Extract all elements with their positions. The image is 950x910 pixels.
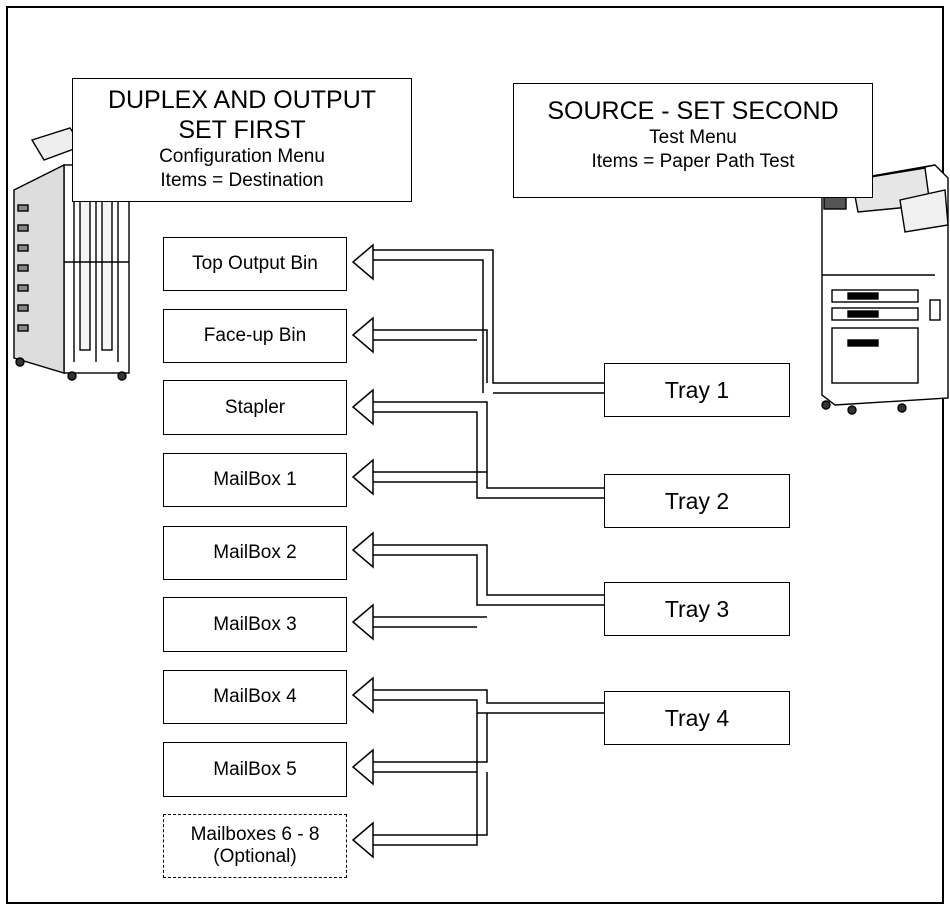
right-header-line3: Items = Paper Path Test (591, 151, 795, 172)
destination-mailbox-4: MailBox 4 (163, 670, 347, 724)
arrow-stapler (351, 388, 374, 426)
right-header-line1: SOURCE - SET SECOND (547, 97, 839, 125)
destination-mailbox-2: MailBox 2 (163, 526, 347, 580)
printer-icon (821, 164, 949, 415)
path-mailbox2-inner (372, 554, 604, 606)
destination-face-up-bin: Face-up Bin (163, 309, 347, 363)
left-header-line3: Configuration Menu (159, 146, 325, 167)
right-header-box: SOURCE - SET SECOND Test Menu Items = Pa… (513, 83, 873, 198)
path-mailbox6-8-inner (372, 713, 478, 846)
left-header-line4: Items = Destination (160, 170, 324, 191)
path-mailbox2 (372, 544, 604, 596)
arrow-mailbox5 (351, 748, 374, 786)
source-tray-1: Tray 1 (604, 363, 790, 417)
arrow-mailboxes-6-8 (351, 821, 374, 859)
arrow-mailbox4 (351, 676, 374, 714)
arrow-mailbox1 (351, 458, 374, 496)
arrow-mailbox3 (351, 603, 374, 641)
destination-mailboxes-6-8-optional: Mailboxes 6 - 8 (Optional) (163, 814, 347, 878)
destination-mailbox-1: MailBox 1 (163, 453, 347, 507)
optional-line2: (Optional) (213, 846, 297, 867)
arrow-top-output-bin (351, 243, 374, 281)
arrow-heads (351, 243, 374, 859)
arrow-mailbox2 (351, 531, 374, 569)
path-stapler-inner (372, 411, 604, 499)
diagram-frame (6, 6, 944, 904)
arrow-face-up-bin (351, 316, 374, 354)
connector-paths (372, 249, 604, 846)
left-header-box: DUPLEX AND OUTPUT SET FIRST Configuratio… (72, 78, 412, 202)
multi-bin-mailbox-icon (13, 127, 130, 381)
left-header-line1: DUPLEX AND OUTPUT (107, 86, 377, 114)
path-mailbox4-inner (372, 699, 604, 714)
optional-line1: Mailboxes 6 - 8 (190, 824, 320, 845)
source-tray-4: Tray 4 (604, 691, 790, 745)
right-header-line2: Test Menu (649, 127, 737, 148)
destination-mailbox-5: MailBox 5 (163, 742, 347, 797)
path-stapler (372, 401, 604, 489)
path-tray1-inner (372, 259, 484, 393)
destination-top-output-bin: Top Output Bin (163, 237, 347, 291)
destination-mailbox-3: MailBox 3 (163, 597, 347, 652)
path-mailbox5 (372, 713, 488, 763)
source-tray-2: Tray 2 (604, 474, 790, 528)
path-tray1-to-top-bin (372, 249, 604, 384)
left-header-line2: SET FIRST (178, 116, 306, 144)
path-mailbox4 (372, 689, 604, 704)
path-face-up (372, 329, 488, 383)
destination-stapler: Stapler (163, 380, 347, 435)
source-tray-3: Tray 3 (604, 582, 790, 636)
path-mailbox6-8 (372, 772, 488, 836)
